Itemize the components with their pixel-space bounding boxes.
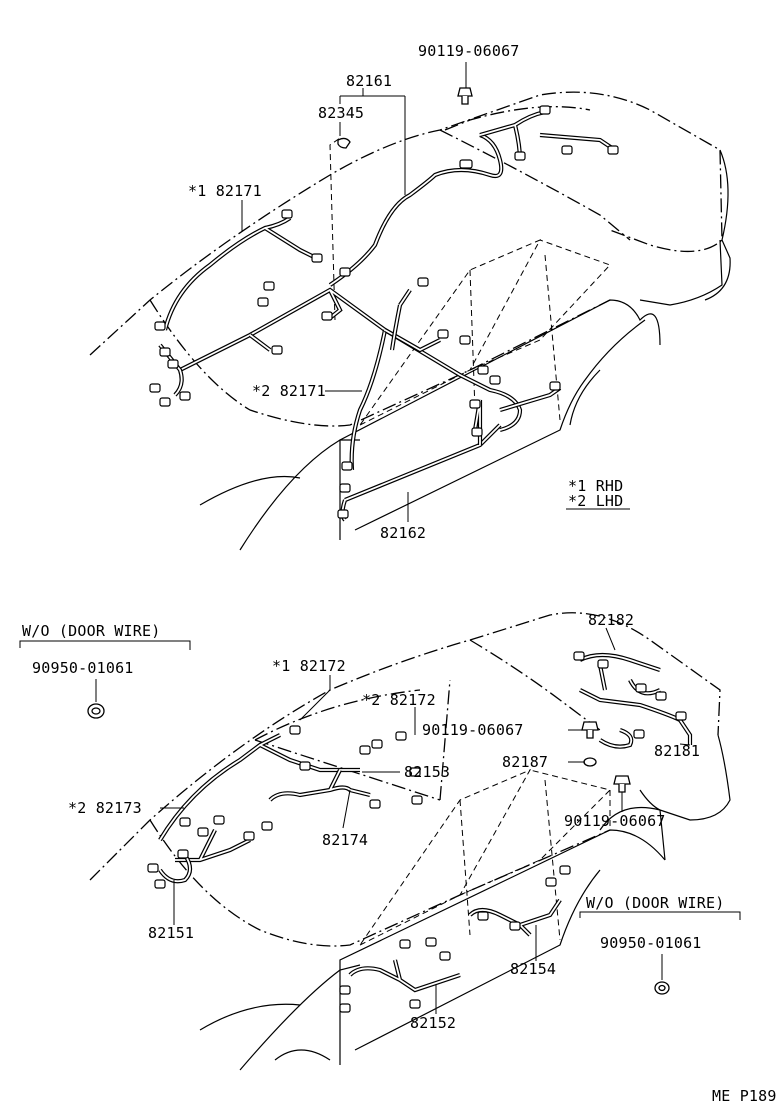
page-code: ME P189: [712, 1087, 777, 1105]
top-connectors: [149, 105, 619, 519]
callout-instrument-harness: 82153: [404, 763, 450, 781]
bottom-fasteners: [87, 703, 670, 995]
callout-clip-top: 90119-06067: [418, 42, 520, 60]
callout-center-floor-harness: 82152: [410, 1014, 456, 1032]
legend-rhd: *1 RHD: [568, 477, 623, 495]
note-left-heading: W/O (DOOR WIRE): [22, 622, 160, 640]
note-right-part: 90950-01061: [600, 934, 702, 952]
note-left-part: 90950-01061: [32, 659, 134, 677]
bottom-callout-labels: *1 82172 *2 82172 *2 82173 82153 82174 8…: [22, 611, 777, 1105]
top-wire-harness: [158, 109, 617, 522]
callout-rear-room-harness: 82181: [654, 742, 700, 760]
callout-roof-harness: 82161: [346, 72, 392, 90]
callout-rhd-cowl-harness: *1 82172: [272, 657, 346, 675]
top-leader-lines: [241, 62, 630, 522]
note-right-heading: W/O (DOOR WIRE): [586, 894, 724, 912]
top-fasteners: [337, 87, 473, 149]
callout-clamp: 82345: [318, 104, 364, 122]
callout-rhd-floor-harness: *1 82171: [188, 182, 262, 200]
bottom-wire-harness: [158, 652, 693, 993]
callout-lhd-cowl-harness: *2 82172: [362, 691, 436, 709]
bottom-vehicle-outline: [89, 612, 731, 1071]
callout-lhd-floor-harness: *2 82171: [252, 382, 326, 400]
callout-rear-door-harness: 82154: [510, 960, 556, 978]
callout-lhd-dash-harness: *2 82173: [68, 799, 142, 817]
callout-clip-82187: 82187: [502, 753, 548, 771]
callout-luggage-harness: 82182: [588, 611, 634, 629]
callout-clip-a: 90119-06067: [422, 721, 524, 739]
legend-lhd: *2 LHD: [568, 492, 623, 510]
callout-clip-c: 90119-06067: [564, 812, 666, 830]
callout-front-door-harness: 82151: [148, 924, 194, 942]
bottom-connectors: [147, 651, 687, 1013]
callout-console-harness: 82174: [322, 831, 368, 849]
top-vehicle-outline: [89, 91, 731, 551]
callout-floor-harness-2: 82162: [380, 524, 426, 542]
bottom-leader-lines: [19, 627, 741, 1014]
top-callout-labels: 90119-06067 82161 82345 *1 82171 *2 8217…: [188, 42, 623, 542]
